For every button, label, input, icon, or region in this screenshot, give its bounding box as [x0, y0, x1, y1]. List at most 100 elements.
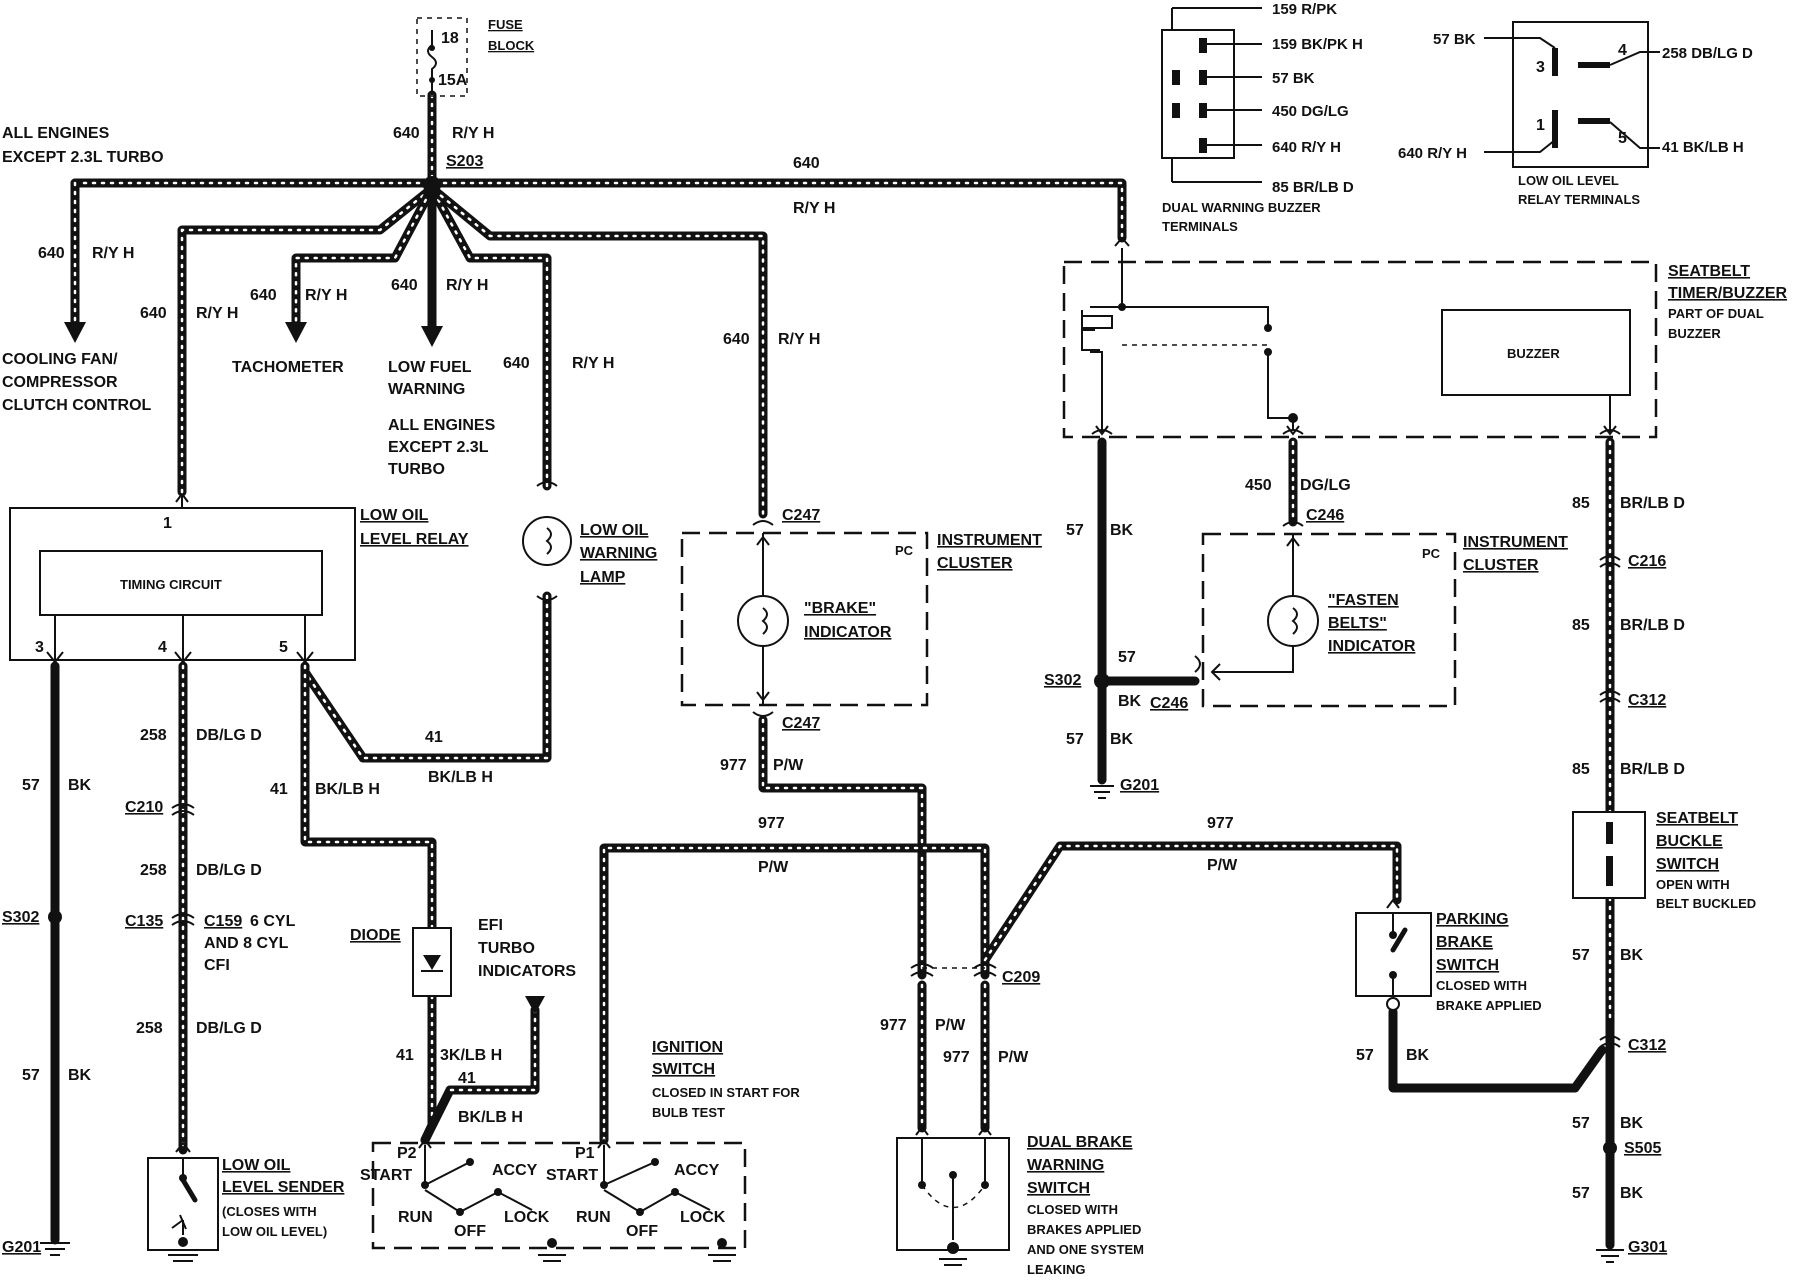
cluster-left-title-1: INSTRUMENT	[937, 532, 1042, 549]
diode-label: DIODE	[350, 927, 401, 944]
cluster-right-ind-3: INDICATOR	[1328, 638, 1416, 655]
buckle-label-1: SEATBELT	[1656, 810, 1738, 827]
sender-circuit-3: 258	[136, 1020, 163, 1037]
pin5-circuit: 41	[270, 781, 288, 798]
connector-c209: C209	[910, 963, 1040, 986]
timer-wire-circuit: 57	[1118, 649, 1136, 666]
lamp-feed-color: R/Y H	[572, 355, 614, 372]
cooling-fan-arrow-icon	[64, 322, 86, 343]
cluster-right-ind-1: "FASTEN	[1328, 592, 1399, 609]
ground-icon-g201-right	[1090, 785, 1114, 799]
jumper-color: BK/LB H	[458, 1109, 523, 1126]
buckle-note-1: OPEN WITH	[1656, 877, 1730, 892]
brake-feed-circuit: 640	[723, 331, 750, 348]
engines-note-line1: ALL ENGINES	[2, 125, 110, 142]
tachometer-color: R/Y H	[305, 287, 347, 304]
ign-start-left: START	[360, 1167, 412, 1184]
lamp-label-2: WARNING	[580, 545, 657, 562]
relay-pin-4: 4	[158, 639, 167, 656]
low-fuel-circuit: 640	[391, 277, 418, 294]
sender-label-1: LOW OIL	[222, 1157, 291, 1174]
efi-line-3: INDICATORS	[478, 963, 576, 980]
parking-note-1: CLOSED WITH	[1436, 978, 1527, 993]
timer-ground-label: G201	[1120, 777, 1159, 794]
splice-s302-right	[1094, 673, 1110, 689]
sender-connector-c159: C159	[204, 913, 242, 930]
buckle-note-2: BELT BUCKLED	[1656, 896, 1756, 911]
cluster-right-title-1: INSTRUMENT	[1463, 534, 1568, 551]
cooling-fan-line1: COOLING FAN/	[2, 351, 118, 368]
low-fuel-line1: LOW FUEL	[388, 359, 472, 376]
relay-term-label-2: RELAY TERMINALS	[1518, 192, 1640, 207]
efi-line-2: TURBO	[478, 940, 535, 957]
top-run-circuit: 640	[793, 155, 820, 172]
instrument-cluster-left: C247 C247 PC "BRAKE" INDICATOR INSTRUMEN…	[680, 507, 1042, 732]
fuse-block: 18 15A FUSE BLOCK	[416, 17, 535, 97]
splice-s505	[1603, 1141, 1617, 1155]
ign-start-right: START	[546, 1167, 598, 1184]
seatbelt-buckle-switch: SEATBELT BUCKLE SWITCH OPEN WITH BELT BU…	[1572, 810, 1756, 911]
belt-circuit-3: 85	[1572, 761, 1590, 778]
buzzer-pin-3: 57 BK	[1272, 70, 1315, 87]
relay-term-pin5: 5	[1618, 130, 1627, 147]
relay-term-label-1: LOW OIL LEVEL	[1518, 173, 1619, 188]
diode-below-circuit: 41	[396, 1047, 414, 1064]
timer-ground-color: BK	[1110, 522, 1134, 539]
fasten-c246: C246	[1306, 507, 1344, 524]
seatbelt-timer-note-1: PART OF DUAL	[1668, 306, 1764, 321]
relay-title-1: LOW OIL	[360, 507, 429, 524]
ign-run-left: RUN	[398, 1209, 433, 1226]
tachometer-label: TACHOMETER	[232, 359, 344, 376]
jumper-circuit: 41	[458, 1070, 476, 1087]
dbw-label-2: WARNING	[1027, 1157, 1104, 1174]
rg-color-1: BK	[1620, 947, 1644, 964]
relay-term-pin4: 4	[1618, 42, 1627, 59]
c209-color-right: P/W	[998, 1049, 1029, 1066]
belt-connector-1: C216	[1628, 553, 1666, 570]
timer-splice: S302	[1044, 672, 1081, 689]
left-ground-color2: BK	[68, 1067, 92, 1084]
parking-brake-switch: PARKING BRAKE SWITCH CLOSED WITH BRAKE A…	[1355, 898, 1542, 1013]
fuse-output-color: R/Y H	[452, 125, 494, 142]
cluster-right-title-2: CLUSTER	[1463, 557, 1539, 574]
buzzer-pin-2: 159 BK/PK H	[1272, 36, 1363, 53]
cluster-left-c247-top: C247	[782, 507, 820, 524]
sender-label-3: (CLOSES WITH	[222, 1204, 317, 1219]
right-run-circuit: 977	[1207, 815, 1234, 832]
low-fuel-color: R/Y H	[446, 277, 488, 294]
ign-p1: P1	[575, 1145, 595, 1162]
cooling-fan-line2: COMPRESSOR	[2, 374, 118, 391]
low-oil-warning-lamp: LOW OIL WARNING LAMP	[522, 481, 657, 601]
sender-color-3: DB/LG D	[196, 1020, 262, 1037]
timer-ground-circuit2: 57	[1066, 731, 1084, 748]
splice-s302-left	[48, 910, 62, 924]
sender-color-2: DB/LG D	[196, 862, 262, 879]
center-run-circuit: 977	[758, 815, 785, 832]
right-run-color: P/W	[1207, 857, 1238, 874]
relay-term-pin3: 3	[1536, 59, 1545, 76]
engines-note-line2: EXCEPT 2.3L TURBO	[2, 149, 164, 166]
dbw-note-3: AND ONE SYSTEM	[1027, 1242, 1144, 1257]
cooling-fan-line3: CLUTCH CONTROL	[2, 397, 152, 414]
rg-color-2: BK	[1620, 1115, 1644, 1132]
lamp-return-color: BK/LB H	[428, 769, 493, 786]
ignition-switch: P2 P1 START START ACCY ACCY RUN RUN OFF …	[360, 1039, 800, 1262]
buzzer-terminals-label-2: TERMINALS	[1162, 219, 1238, 234]
dbw-label-3: SWITCH	[1027, 1180, 1090, 1197]
relay-term-pin3-wire: 57 BK	[1433, 31, 1476, 48]
c209-circuit-right: 977	[943, 1049, 970, 1066]
ign-run-right: RUN	[576, 1209, 611, 1226]
low-fuel-line2: WARNING	[388, 381, 465, 398]
dual-brake-warning-switch: DUAL BRAKE WARNING SWITCH CLOSED WITH BR…	[896, 1125, 1144, 1277]
brake-run-circuit: 977	[720, 757, 747, 774]
brake-feed-color: R/Y H	[778, 331, 820, 348]
splice-s203	[423, 176, 441, 194]
splice-s203-label: S203	[446, 153, 483, 170]
ign-note-1: CLOSED IN START FOR	[652, 1085, 800, 1100]
diode: DIODE	[350, 927, 452, 997]
tachometer-arrow-icon	[285, 322, 307, 343]
brake-run-color: P/W	[773, 757, 804, 774]
top-run-color: R/Y H	[793, 200, 835, 217]
fasten-color: DG/LG	[1300, 477, 1351, 494]
